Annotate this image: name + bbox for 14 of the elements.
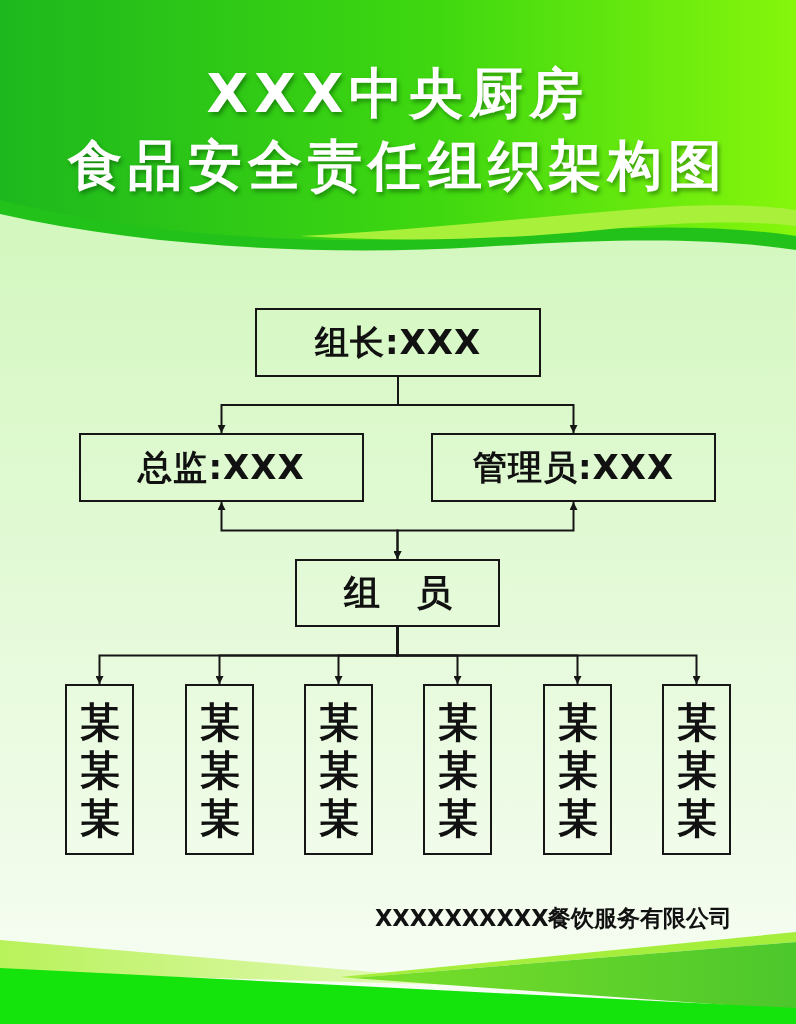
- arrow: [397, 376, 578, 434]
- member-box: 某某某: [185, 684, 254, 855]
- role-box: 管理员:XXX: [431, 433, 716, 502]
- role-box: 组长:XXX: [255, 308, 541, 377]
- member-box: 某某某: [423, 684, 492, 855]
- role-box: 总监:XXX: [79, 433, 364, 502]
- member-box: 某某某: [543, 684, 612, 855]
- arrow: [393, 501, 578, 560]
- title: XXX中央厨房食品安全责任组织架构图: [66, 61, 729, 199]
- company-name: XXXXXXXXXX餐饮服务有限公司: [375, 904, 733, 933]
- member-box: 某某某: [304, 684, 373, 855]
- group-box: 组员: [295, 559, 500, 627]
- member-box: 某某某: [65, 684, 134, 855]
- member-box: 某某某: [662, 684, 731, 855]
